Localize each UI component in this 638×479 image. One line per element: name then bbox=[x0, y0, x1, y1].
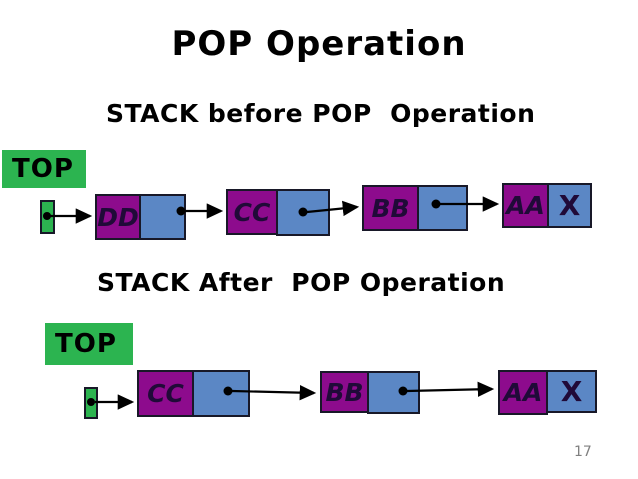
pointer-cell bbox=[367, 371, 420, 414]
data-cell: AA bbox=[498, 370, 548, 415]
null-marker: X bbox=[547, 183, 592, 228]
pointer-cell bbox=[276, 189, 330, 236]
page-number: 17 bbox=[574, 444, 592, 460]
data-cell: BB bbox=[320, 371, 369, 413]
data-cell: DD bbox=[95, 194, 141, 240]
pointer-cell bbox=[417, 185, 468, 231]
top-label-after: TOP bbox=[45, 323, 133, 365]
data-cell: BB bbox=[362, 185, 419, 231]
null-marker: X bbox=[546, 370, 597, 413]
node-after-bb: BB bbox=[320, 371, 420, 414]
top-label-before: TOP bbox=[2, 150, 86, 188]
slide-title: POP Operation bbox=[171, 24, 467, 64]
section-heading-before: STACK before POP Operation bbox=[106, 99, 536, 128]
section-heading-after: STACK After POP Operation bbox=[97, 268, 506, 297]
node-before-dd: DD bbox=[95, 194, 186, 240]
top-pointer-box-after bbox=[84, 387, 98, 419]
node-before-aa: AA X bbox=[502, 183, 592, 228]
data-cell: CC bbox=[226, 189, 278, 235]
pointer-cell bbox=[139, 194, 186, 240]
node-before-cc: CC bbox=[226, 189, 330, 236]
node-after-aa: AA X bbox=[498, 370, 597, 415]
pointer-cell bbox=[192, 370, 250, 417]
data-cell: AA bbox=[502, 183, 549, 228]
top-pointer-box-before bbox=[40, 200, 55, 234]
data-cell: CC bbox=[137, 370, 194, 417]
node-before-bb: BB bbox=[362, 185, 468, 231]
node-after-cc: CC bbox=[137, 370, 250, 417]
